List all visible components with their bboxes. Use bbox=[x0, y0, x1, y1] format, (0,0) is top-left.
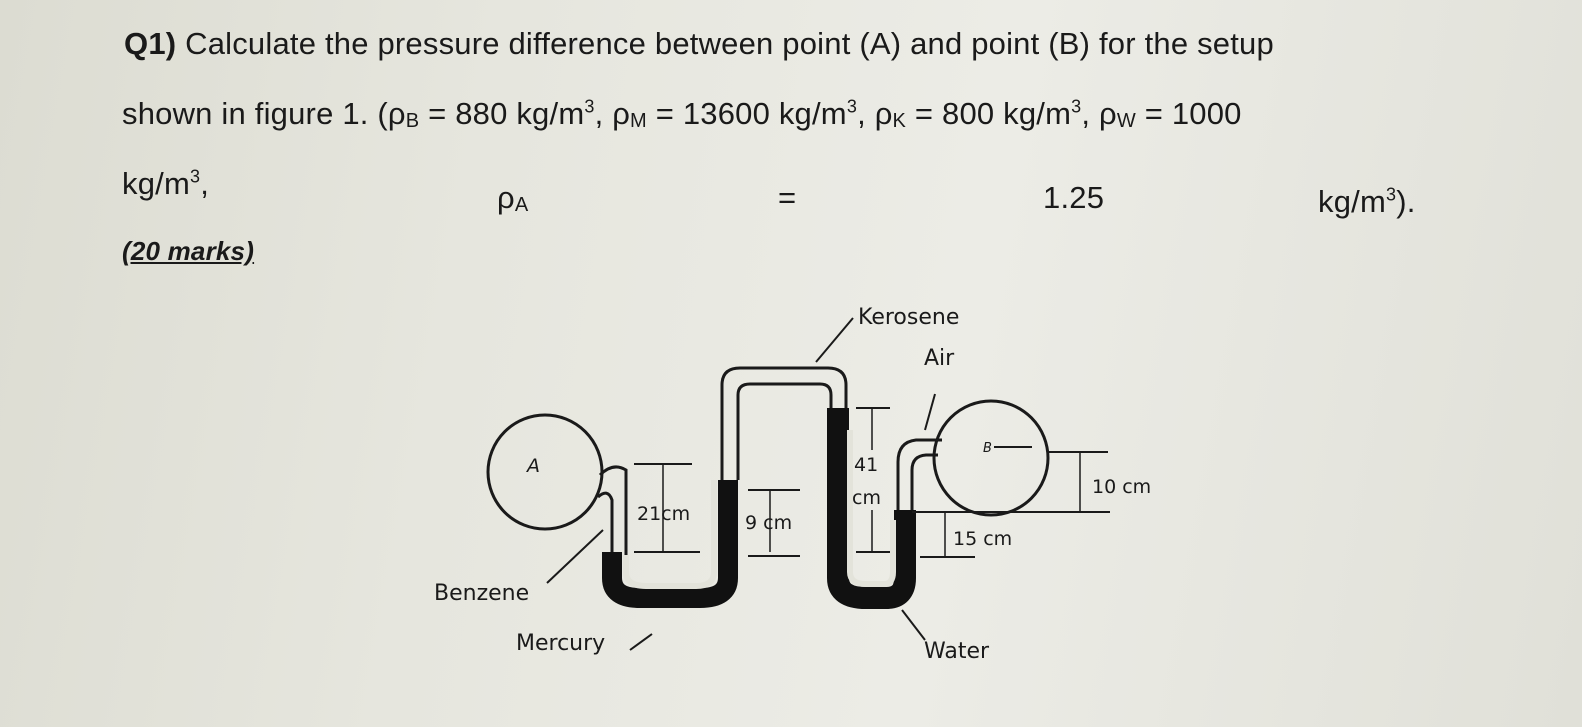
benzene-leader bbox=[546, 529, 604, 584]
rho-k-pre: , ρ bbox=[857, 96, 893, 131]
u1-space bbox=[630, 462, 712, 588]
comma: , bbox=[200, 166, 210, 201]
u-tube-2-inner bbox=[847, 430, 896, 587]
cube-sup: 3 bbox=[1071, 96, 1082, 117]
u-tube-1-inner bbox=[623, 480, 717, 589]
air-leader bbox=[924, 393, 936, 431]
dim-9-label: 9 cm bbox=[745, 512, 792, 534]
point-b-label: B bbox=[983, 441, 992, 456]
rho-w-sub: W bbox=[1116, 110, 1136, 132]
rho-a-label: ρA bbox=[497, 180, 528, 217]
water-label: Water bbox=[924, 639, 990, 664]
dim-21-label: 21cm bbox=[637, 503, 690, 525]
rho-a-value: 1.25 bbox=[1043, 180, 1105, 215]
rho-m-pre: , ρ bbox=[594, 96, 631, 131]
rho-a-sub: A bbox=[514, 194, 529, 216]
question-line-2: shown in figure 1. (ρB = 880 kg/m3, ρM =… bbox=[122, 96, 1242, 133]
rho-w-value: = 1000 bbox=[1135, 96, 1242, 131]
dim-10-label: 10 cm bbox=[1092, 476, 1151, 498]
water-leader bbox=[901, 609, 926, 641]
rho-b-sub: B bbox=[405, 110, 420, 132]
kerosene-label: Kerosene bbox=[858, 305, 959, 330]
dim-41-label: 41 bbox=[854, 454, 878, 476]
tube-b-inner bbox=[910, 453, 938, 510]
sphere-a bbox=[486, 413, 604, 531]
question-line-3-start: kg/m3, bbox=[122, 166, 209, 202]
rho-w-pre: , ρ bbox=[1081, 96, 1117, 131]
rho-symbol: ρ bbox=[497, 180, 515, 215]
air-label: Air bbox=[924, 346, 955, 371]
rho-k-value: = 800 kg/m bbox=[906, 96, 1072, 131]
equals-sign: = bbox=[778, 180, 797, 215]
tube-a-outer bbox=[596, 491, 614, 555]
cube-sup: 3 bbox=[584, 96, 595, 117]
unit-kgm: kg/m bbox=[1318, 184, 1386, 219]
kerosene-tube-outer bbox=[720, 366, 848, 480]
rho-b-value: = 880 kg/m bbox=[419, 96, 585, 131]
unit-kgm: kg/m bbox=[122, 166, 190, 201]
cube-sup: 3 bbox=[189, 166, 201, 187]
kerosene-tube-inner bbox=[736, 382, 833, 480]
point-a-label: A bbox=[525, 455, 540, 477]
kerosene-leader bbox=[815, 317, 854, 363]
tube-b-outer bbox=[896, 438, 942, 510]
cube-sup: 3 bbox=[846, 96, 858, 117]
q2-start: shown in figure 1. (ρ bbox=[122, 96, 406, 131]
rho-m-sub: M bbox=[630, 110, 647, 132]
u-tube-1-mercury bbox=[602, 480, 738, 608]
rho-a-unit: kg/m3). bbox=[1318, 184, 1416, 220]
question-number: Q1) bbox=[124, 26, 177, 61]
mercury-leader bbox=[629, 633, 653, 651]
rho-m-value: = 13600 kg/m bbox=[646, 96, 847, 131]
question-line-1: Q1) Calculate the pressure difference be… bbox=[124, 26, 1274, 62]
cube-sup: 3 bbox=[1385, 184, 1397, 205]
close-paren: ). bbox=[1396, 184, 1416, 219]
rho-k-sub: K bbox=[892, 110, 907, 132]
sphere-b bbox=[932, 399, 1050, 517]
benzene-label: Benzene bbox=[434, 581, 529, 606]
tube-a-inner bbox=[598, 465, 628, 555]
question-text-1: Calculate the pressure difference betwee… bbox=[185, 26, 1274, 61]
dim-15-label: 15 cm bbox=[953, 528, 1012, 550]
dim-41-unit: cm bbox=[852, 487, 881, 509]
marks-label: (20 marks) bbox=[122, 236, 255, 266]
mercury-label: Mercury bbox=[516, 631, 605, 656]
u-tube-2-mercury bbox=[827, 408, 916, 609]
